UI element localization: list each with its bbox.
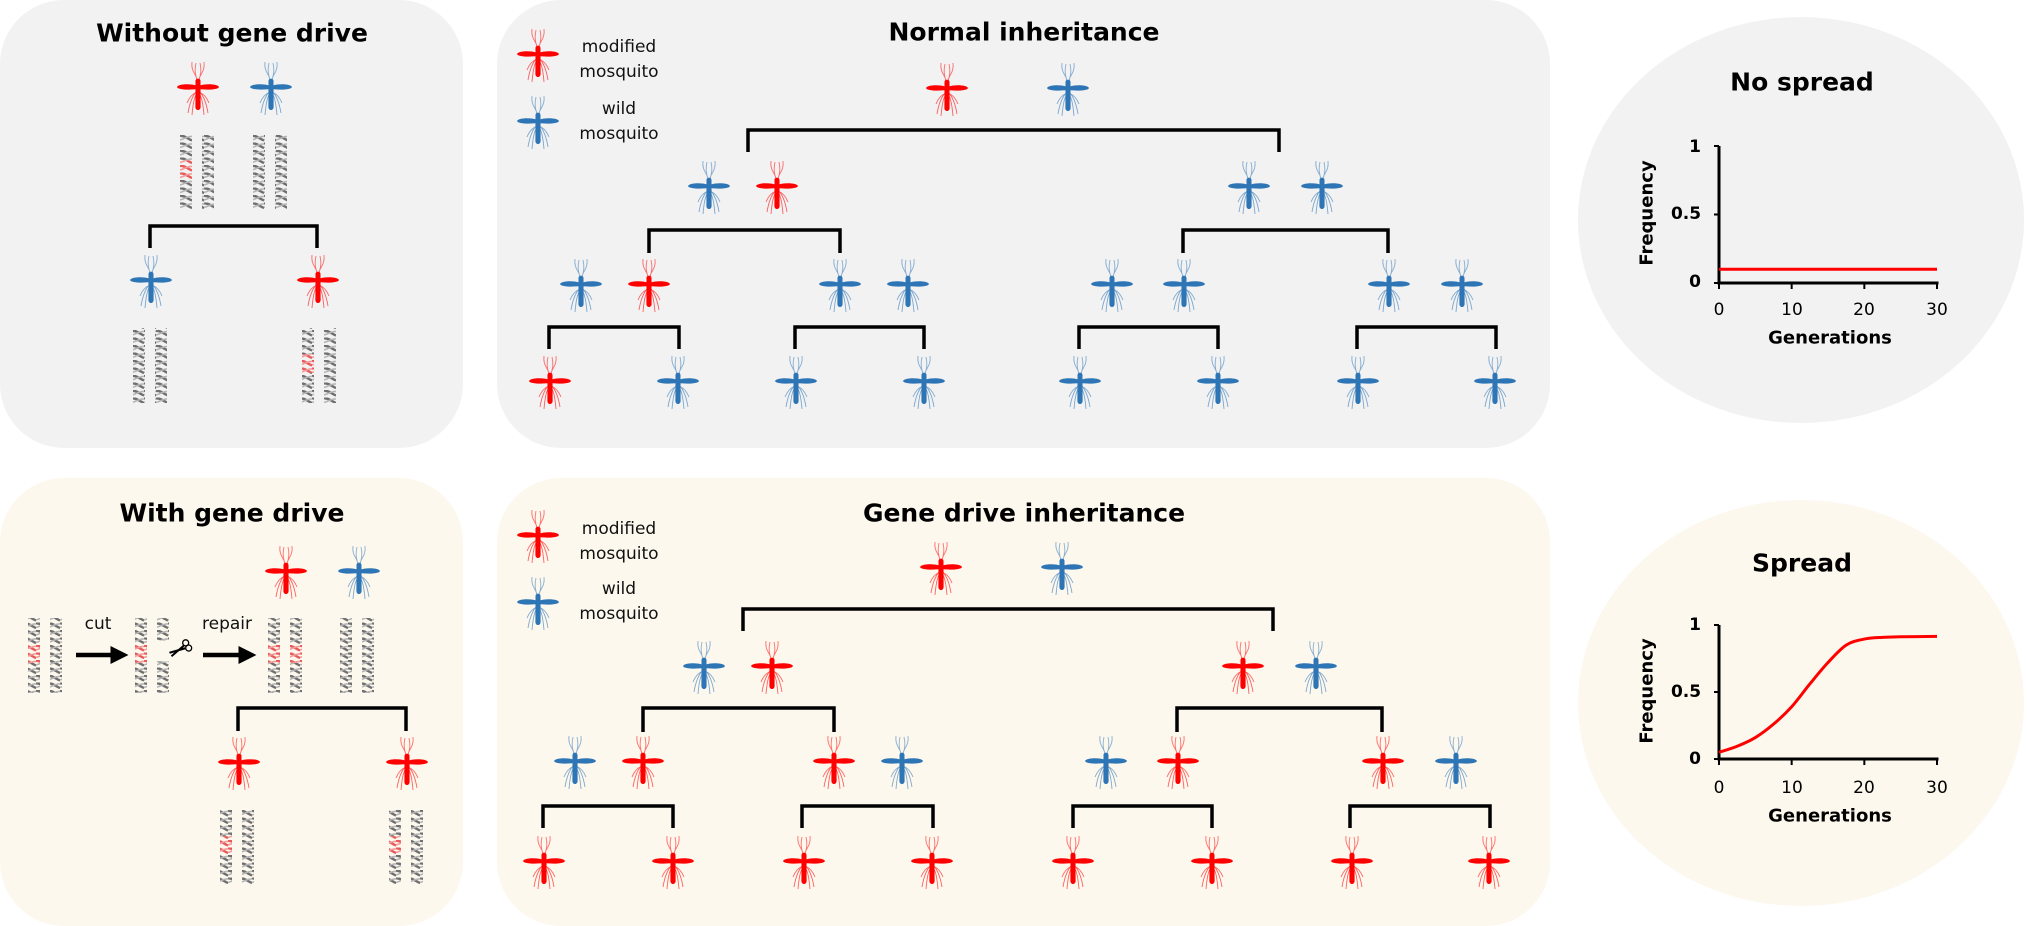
no-spread-circle bbox=[1578, 17, 2024, 423]
spread-ytick-0: 0 bbox=[1689, 749, 1701, 769]
spread-xtick-0: 0 bbox=[1713, 778, 1725, 798]
no-spread-xtick-0: 0 bbox=[1713, 300, 1725, 320]
with-gene-drive-panel bbox=[0, 478, 463, 926]
spread-xlabel: Generations bbox=[1768, 805, 1892, 827]
normal-inheritance-title: Normal inheritance bbox=[888, 17, 1160, 47]
gene-drive-inheritance-title: Gene drive inheritance bbox=[862, 498, 1186, 528]
cut-label: cut bbox=[84, 614, 112, 634]
no-spread-xlabel: Generations bbox=[1768, 327, 1892, 349]
no-spread-xtick-30: 30 bbox=[1926, 300, 1948, 320]
legend-modified-label-line2: mosquito bbox=[579, 62, 659, 82]
without-gene-drive-title: Without gene drive bbox=[96, 18, 368, 48]
legend-wild-label-line2: mosquito bbox=[579, 124, 659, 144]
no-spread-ylabel: Frequency bbox=[1636, 160, 1658, 266]
spread-chart-title: Spread bbox=[1752, 548, 1852, 578]
without-gene-drive-panel bbox=[0, 0, 463, 448]
spread-xtick-20: 20 bbox=[1853, 778, 1875, 798]
legend-modified-label-line1: modified bbox=[581, 37, 657, 57]
spread-ytick-1: 1 bbox=[1689, 615, 1701, 635]
legend-wild-label-line1: wild bbox=[601, 579, 637, 599]
repair-label: repair bbox=[202, 614, 252, 634]
no-spread-xtick-20: 20 bbox=[1853, 300, 1875, 320]
with-gene-drive-title: With gene drive bbox=[119, 498, 345, 528]
no-spread-ytick-0: 0 bbox=[1689, 272, 1701, 292]
no-spread-chart-title: No spread bbox=[1730, 67, 1874, 97]
legend-modified-label-line2: mosquito bbox=[579, 544, 659, 564]
legend-wild-label-line2: mosquito bbox=[579, 604, 659, 624]
no-spread-ytick-1: 1 bbox=[1689, 137, 1701, 157]
spread-xtick-10: 10 bbox=[1781, 778, 1803, 798]
spread-ylabel: Frequency bbox=[1636, 638, 1658, 744]
spread-ytick-0.5: 0.5 bbox=[1670, 682, 1702, 702]
spread-xtick-30: 30 bbox=[1926, 778, 1948, 798]
no-spread-ytick-0.5: 0.5 bbox=[1670, 204, 1702, 224]
legend-modified-label-line1: modified bbox=[581, 519, 657, 539]
legend-wild-label-line1: wild bbox=[601, 99, 637, 119]
no-spread-xtick-10: 10 bbox=[1781, 300, 1803, 320]
